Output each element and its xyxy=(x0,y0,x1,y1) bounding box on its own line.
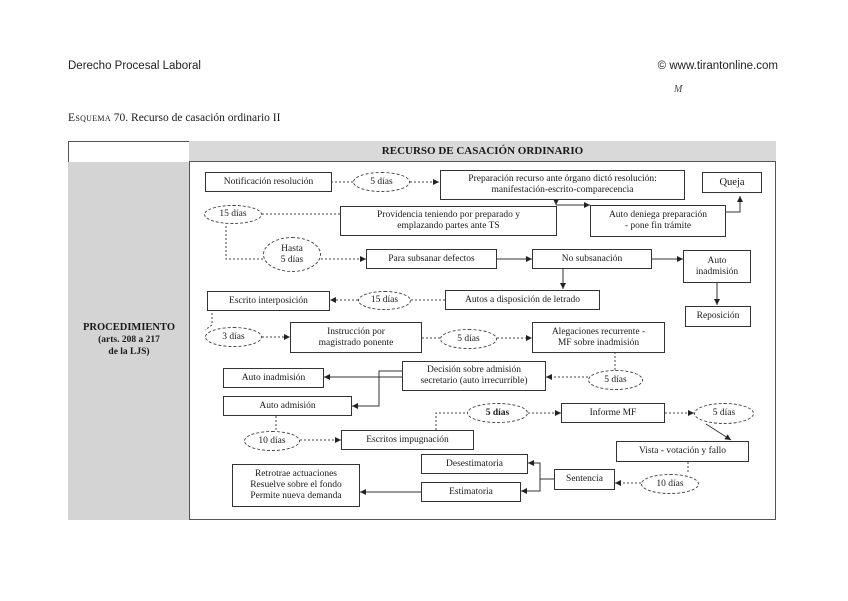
procedure-label-line1: PROCEDIMIENTO xyxy=(83,322,175,333)
node-preparacion: Preparación recurso ante órgano dictó re… xyxy=(440,170,685,200)
node-auto-inadmision-line2: inadmisión xyxy=(695,266,739,277)
node-retrotrae-line3: Permite nueva demanda xyxy=(250,491,342,501)
scheme-title: Esquema 70. Recurso de casación ordinari… xyxy=(68,112,280,124)
arrow-sentencia-to-desestimatoria xyxy=(528,460,554,480)
period-hasta-line2: 5 días xyxy=(280,254,304,265)
node-informe-mf: Informe MF xyxy=(561,403,665,423)
node-retrotrae-line2: Resuelve sobre el fondo xyxy=(250,480,342,490)
node-retrotrae-line1: Retrotrae actuaciones xyxy=(254,469,337,479)
node-reposicion: Reposición xyxy=(685,306,751,327)
node-preparacion-line2: manifestación-escrito-comparecencia xyxy=(491,185,634,195)
node-auto-inadmision-b: Auto inadmisión xyxy=(223,368,324,388)
line-15dias-to-hasta xyxy=(225,222,263,260)
node-providencia-line2: emplazando partes ante TS xyxy=(397,221,500,231)
procedure-label: PROCEDIMIENTO (arts. 208 a 217 de la LJS… xyxy=(70,322,188,358)
line-escrito-to-3dias xyxy=(204,309,213,331)
node-preparacion-line1: Preparación recurso ante órgano dictó re… xyxy=(468,174,657,184)
period-15dias-b: 15 días xyxy=(358,291,411,310)
arrow-5dias-to-vista xyxy=(705,423,732,441)
node-auto-deniega-line2: - pone fin trámite xyxy=(624,221,692,231)
node-decision-line2: secretario (auto irrecurrible) xyxy=(420,376,528,386)
node-alegaciones: Alegaciones recurrente -MF sobre inadmis… xyxy=(532,322,665,353)
running-header-left: Derecho Procesal Laboral xyxy=(68,60,201,72)
period-15dias-a: 15 días xyxy=(204,205,262,224)
line-escritos-to-5dias xyxy=(435,412,467,434)
node-sentencia: Sentencia xyxy=(554,469,615,490)
node-no-subsanacion: No subsanación xyxy=(532,249,652,269)
node-providencia-line1: Providencia teniendo por preparado y xyxy=(377,210,520,220)
node-estimatoria: Estimatoria xyxy=(421,482,521,502)
node-auto-deniega: Auto deniega preparación- pone fin trámi… xyxy=(590,205,726,237)
node-subsanar: Para subsanar defectos xyxy=(366,249,497,269)
node-auto-admision: Auto admisión xyxy=(223,396,352,416)
arrow-denegacion-to-queja xyxy=(726,196,743,213)
node-desestimatoria: Desestimatoria xyxy=(421,454,528,474)
running-header-right: © www.tirantonline.com xyxy=(657,60,778,72)
node-instruccion-line1: Instrucción por xyxy=(327,326,385,337)
page-mark: M xyxy=(674,84,683,95)
node-autos-disposicion: Autos a disposición de letrado xyxy=(445,290,600,310)
period-5dias-d: 5 días xyxy=(467,403,528,423)
node-escrito-interposicion: Escrito interposición xyxy=(207,291,330,311)
node-notificacion: Notificación resolución xyxy=(205,172,332,192)
node-decision-line1: Decisión sobre admisión xyxy=(427,365,521,375)
diagram-header-bar: RECURSO DE CASACIÓN ORDINARIO xyxy=(189,141,776,162)
node-vista: Vista - votación y fallo xyxy=(616,441,749,462)
node-auto-inadmision-line1: Auto xyxy=(707,255,727,266)
node-alegaciones-line2: MF sobre inadmisión xyxy=(557,337,640,348)
period-3dias: 3 días xyxy=(205,327,262,347)
period-5dias-c: 5 días xyxy=(588,370,643,390)
node-instruccion-line2: magistrado ponente xyxy=(318,337,394,348)
period-10dias-b: 10 días xyxy=(641,474,699,494)
period-5dias-a: 5 días xyxy=(353,172,410,192)
node-auto-deniega-line1: Auto deniega preparación xyxy=(608,210,708,220)
node-alegaciones-line1: Alegaciones recurrente - xyxy=(551,326,646,337)
node-escritos-impugnacion: Escritos impugnación xyxy=(341,430,474,450)
period-5dias-b: 5 días xyxy=(440,329,497,349)
procedure-side-panel xyxy=(68,162,190,520)
scheme-prefix: Esquema xyxy=(68,112,111,124)
node-queja: Queja xyxy=(702,172,762,193)
period-hasta-line1: Hasta xyxy=(281,243,303,254)
arrow-decision-to-autoadmision xyxy=(352,370,402,409)
period-5dias-e: 5 días xyxy=(694,403,754,424)
scheme-title-text: 70. Recurso de casación ordinario II xyxy=(113,112,281,124)
procedure-label-line2: (arts. 208 a 217 xyxy=(98,335,160,345)
arrow-sentencia-to-estimatoria xyxy=(521,478,554,494)
procedure-label-line3: de la LJS) xyxy=(108,347,150,357)
period-10dias-a: 10 días xyxy=(244,431,300,451)
